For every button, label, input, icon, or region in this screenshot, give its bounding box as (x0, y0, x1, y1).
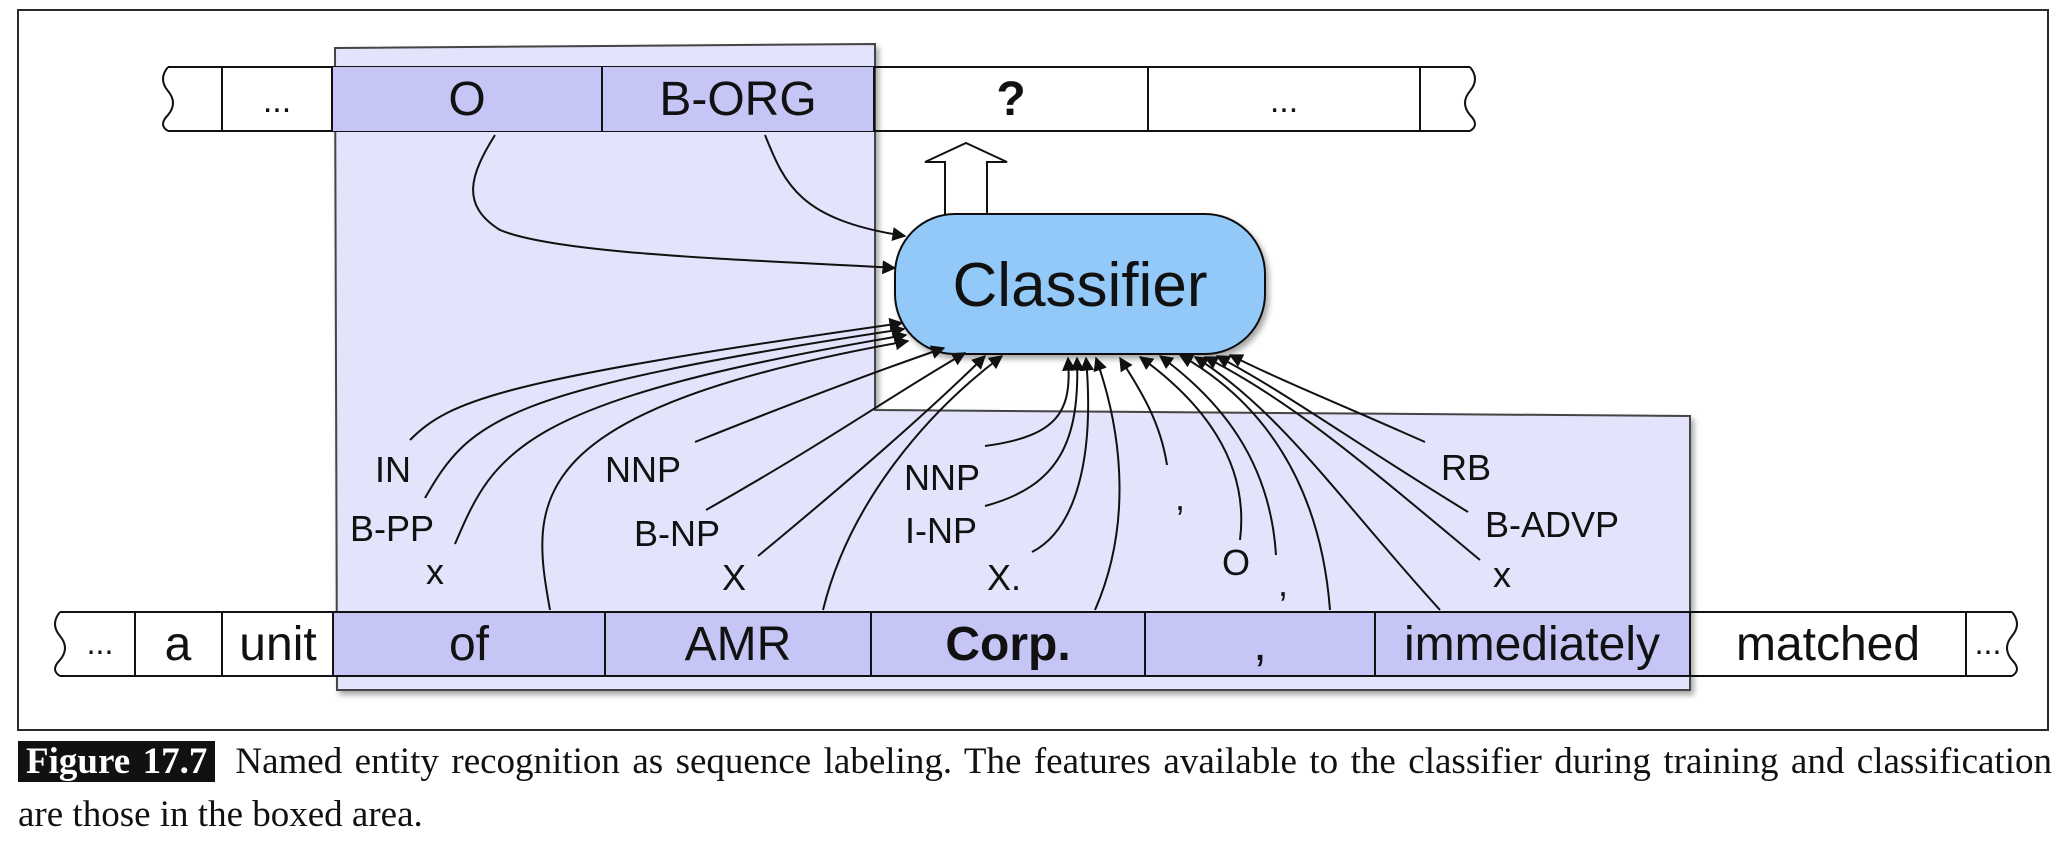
bottom-row-torn-left (54, 611, 66, 677)
feature-amr-shape: X (722, 557, 746, 598)
classifier-label: Classifier (953, 251, 1208, 320)
top-cell-ellipsis-right: ... (1270, 82, 1298, 120)
arrow-corp-word (1093, 356, 1121, 611)
arrow-of-word (541, 336, 910, 611)
bottom-cell-comma: , (1253, 618, 1266, 671)
figure-label: Figure 17.7 (18, 741, 216, 782)
output-arrow (924, 141, 1008, 216)
arrow-comma-word (1178, 354, 1331, 611)
arrow-badvp (1215, 355, 1469, 513)
feature-corp-pos: NNP (904, 457, 980, 498)
bottom-cell-amr: AMR (685, 618, 792, 671)
feature-of-pos: IN (375, 449, 411, 490)
arrow-comma-pos (1119, 356, 1168, 466)
bottom-row: ... a unit of AMR Corp. , immediately ma… (54, 611, 2018, 677)
bottom-cell-matched: matched (1736, 618, 1920, 671)
top-row-torn-left (162, 66, 174, 132)
bottom-cell-corp: Corp. (945, 618, 1070, 671)
bottom-cell-immediately: immediately (1404, 618, 1660, 671)
feature-comma-chunk: O (1222, 542, 1250, 583)
bottom-cell-of: of (449, 618, 490, 671)
feature-imm-pos: RB (1441, 447, 1491, 488)
feature-amr-pos: NNP (605, 449, 681, 490)
bottom-cell-ellipsis-left: ... (87, 625, 114, 661)
arrow-amr-word (822, 355, 1004, 611)
classifier: Classifier (894, 213, 1266, 355)
bottom-cell-corp-highlight (871, 612, 1145, 676)
arrow-from-o-tag (472, 134, 897, 275)
arrow-comma-chunk (1138, 356, 1243, 541)
arrow-in (409, 317, 904, 441)
feature-comma-shape: , (1278, 563, 1288, 604)
bottom-row-torn-right (2006, 611, 2018, 677)
bottom-cell-comma-highlight (1145, 612, 1375, 676)
arrow-rb (1228, 354, 1426, 443)
bottom-cell-unit: unit (239, 618, 316, 671)
arrow-imm-word (1193, 356, 1441, 611)
top-row-torn-right (1464, 66, 1476, 132)
arrow-corp-chunk (984, 356, 1085, 507)
top-row: ... O B-ORG ? ... (162, 66, 1476, 132)
feature-comma-pos: , (1175, 477, 1185, 518)
feature-imm-chunk: B-ADVP (1485, 504, 1619, 545)
top-cell-borg: B-ORG (659, 73, 816, 126)
arrow-from-borg-tag (764, 134, 907, 242)
arrow-amr-chunk (705, 352, 967, 511)
bottom-cell-a: a (165, 618, 192, 671)
arrow-imm-shape (1203, 356, 1481, 561)
feature-corp-chunk: I-NP (905, 510, 977, 551)
bottom-cell-of-highlight (333, 612, 605, 676)
arrow-corp-shape (1031, 356, 1095, 553)
arrow-of-shape (454, 330, 908, 545)
arrow-bpp (424, 323, 906, 499)
top-cell-o: O (448, 73, 485, 126)
arrow-amr-pos (694, 345, 946, 443)
arrow-amr-shape (757, 355, 986, 557)
top-cell-o-highlight (332, 67, 602, 131)
feature-context-box (333, 42, 1691, 691)
feature-of-chunk: B-PP (350, 508, 434, 549)
arrow-comma-shape (1158, 355, 1277, 556)
top-cell-unknown-tag: ? (996, 73, 1025, 126)
bottom-cell-ellipsis-right: ... (1975, 625, 2002, 661)
top-cell-borg-highlight (602, 67, 874, 131)
feature-amr-chunk: B-NP (634, 513, 720, 554)
classifier-box (894, 213, 1266, 355)
diagram-canvas: ... O B-ORG ? ... Classifier (54, 42, 2018, 691)
feature-labels: IN B-PP x NNP B-NP X NNP I-NP X. , O , R… (350, 447, 1619, 604)
feature-imm-shape: x (1493, 554, 1511, 595)
feature-corp-shape: X. (987, 557, 1021, 598)
bottom-cell-amr-highlight (605, 612, 871, 676)
caption-text: Named entity recognition as sequence lab… (18, 741, 2052, 835)
arrow-corp-pos (984, 356, 1076, 447)
bottom-cell-immediately-highlight (1375, 612, 1690, 676)
tag-history-arrows (472, 134, 907, 275)
feature-of-shape: x (426, 551, 444, 592)
feature-arrows (409, 317, 1481, 611)
top-cell-ellipsis-left: ... (263, 82, 291, 120)
